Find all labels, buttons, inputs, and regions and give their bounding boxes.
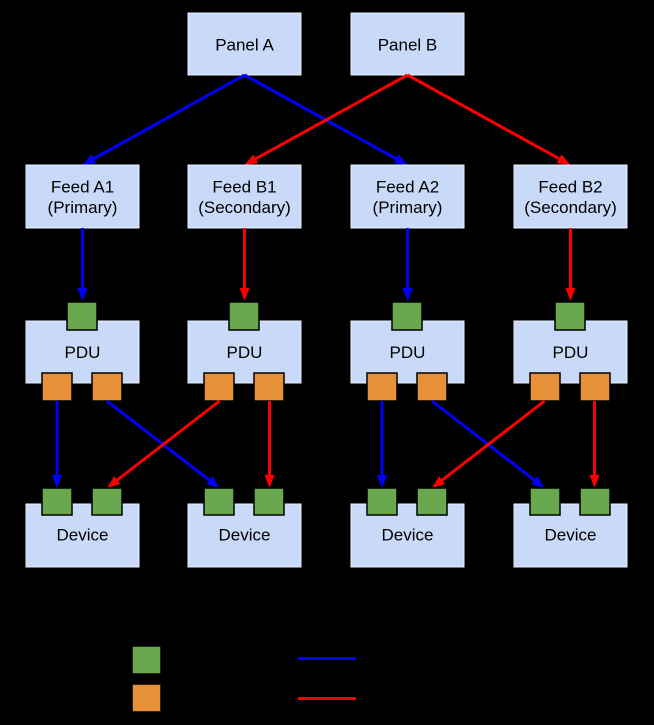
svg-text:PDU: PDU (227, 343, 263, 362)
svg-text:Panel B: Panel B (378, 36, 438, 55)
svg-text:PDU: PDU (390, 343, 426, 362)
svg-text:PDU: PDU (65, 343, 101, 362)
svg-text:Feed B2: Feed B2 (538, 178, 602, 197)
svg-text:Feed B1: Feed B1 (212, 178, 276, 197)
svg-text:(Secondary): (Secondary) (524, 198, 617, 217)
svg-text:Device: Device (219, 526, 271, 545)
svg-text:Feed A2: Feed A2 (376, 178, 439, 197)
svg-text:(Primary): (Primary) (373, 198, 443, 217)
svg-text:Device: Device (545, 526, 597, 545)
svg-text:Device: Device (382, 526, 434, 545)
svg-text:Device: Device (57, 526, 109, 545)
svg-text:(Secondary): (Secondary) (198, 198, 291, 217)
svg-text:Panel A: Panel A (215, 36, 274, 55)
svg-text:(Primary): (Primary) (48, 198, 118, 217)
svg-text:Feed A1: Feed A1 (51, 178, 114, 197)
svg-text:PDU: PDU (553, 343, 589, 362)
